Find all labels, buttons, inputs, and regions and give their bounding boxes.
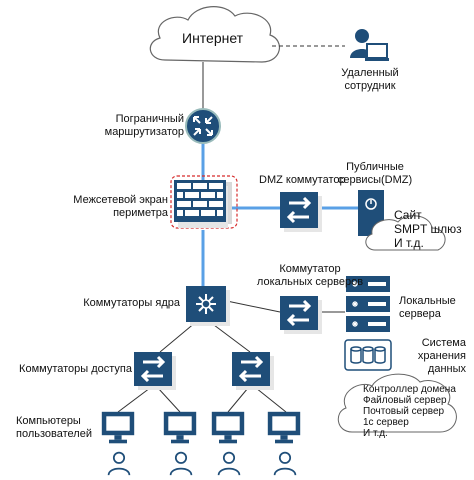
link-core-access-right bbox=[209, 321, 251, 353]
access-switch-left-icon bbox=[134, 352, 176, 390]
router-icon bbox=[185, 108, 221, 144]
site-line2: SMPT шлюз bbox=[394, 222, 462, 236]
public-server-icon bbox=[358, 190, 384, 236]
users-label: Компьютеры пользователей bbox=[16, 415, 92, 441]
link-core-localswitch bbox=[221, 299, 281, 313]
servers-cloud bbox=[337, 373, 457, 433]
link-core-access-left bbox=[159, 321, 197, 353]
edge-router-line2: маршрутизатор bbox=[104, 126, 184, 138]
firewall-line2: периметра bbox=[113, 207, 168, 219]
pc-2-icon bbox=[163, 411, 197, 444]
users-line1: Компьютеры bbox=[16, 415, 81, 427]
servers-line1: Контроллер домена bbox=[363, 384, 456, 395]
link-access-pc3 bbox=[227, 387, 249, 413]
local-servers-line1: Локальные bbox=[399, 295, 456, 307]
user-3-icon bbox=[217, 451, 241, 476]
users-line2: пользователей bbox=[16, 428, 92, 440]
remote-worker-icon bbox=[350, 29, 389, 61]
user-4-icon bbox=[273, 451, 297, 476]
pc-1-icon bbox=[101, 411, 135, 444]
servers-line5: И т.д. bbox=[363, 428, 388, 439]
user-1-icon bbox=[107, 451, 131, 476]
local-switch-label: Коммутатор локальных серверов bbox=[256, 263, 364, 289]
local-servers-label: Локальные сервера bbox=[399, 295, 456, 321]
access-switch-right-icon bbox=[232, 352, 274, 390]
pc-4-icon bbox=[267, 411, 301, 444]
servers-line4: 1с сервер bbox=[363, 417, 409, 428]
servers-line2: Файловый сервер bbox=[363, 395, 447, 406]
site-line1: Сайт bbox=[394, 208, 422, 222]
site-line3: И т.д. bbox=[394, 236, 424, 250]
public-services-line1: Публичные bbox=[346, 161, 404, 173]
dmz-switch-icon bbox=[280, 192, 322, 232]
firewall-label: Межсетевой экран периметра bbox=[64, 194, 168, 220]
local-switch-icon bbox=[280, 296, 322, 334]
storage-label: Система хранения данных bbox=[396, 337, 466, 376]
site-cloud-label: Сайт SMPT шлюз И т.д. bbox=[394, 208, 462, 250]
link-access-pc4 bbox=[255, 387, 287, 413]
link-access-pc1 bbox=[117, 387, 151, 413]
remote-line2: сотрудник bbox=[344, 80, 396, 92]
core-switch-icon bbox=[186, 286, 230, 326]
edge-router-line1: Пограничный bbox=[115, 113, 184, 125]
internet-cloud bbox=[149, 6, 280, 63]
firewall-icon bbox=[174, 180, 232, 228]
internet-label: Интернет bbox=[182, 30, 244, 46]
local-servers-line2: сервера bbox=[399, 308, 441, 320]
local-servers-icon bbox=[346, 276, 390, 332]
site-cloud bbox=[365, 215, 446, 251]
local-switch-line1: Коммутатор bbox=[279, 263, 341, 275]
storage-line3: данных bbox=[427, 363, 466, 375]
user-2-icon bbox=[169, 451, 193, 476]
remote-line1: Удаленный bbox=[341, 67, 399, 79]
local-switch-line2: локальных серверов bbox=[256, 276, 364, 288]
public-services-line2: сервисы(DMZ) bbox=[337, 174, 413, 186]
public-services-label: Публичные сервисы(DMZ) bbox=[335, 161, 415, 187]
pc-3-icon bbox=[211, 411, 245, 444]
dmz-switch-label: DMZ коммутатор bbox=[259, 174, 346, 186]
storage-line2: хранения bbox=[417, 350, 466, 362]
edge-router-label: Пограничный маршрутизатор bbox=[90, 113, 184, 139]
storage-line1: Система bbox=[421, 337, 466, 349]
firewall-boundary bbox=[170, 175, 238, 229]
firewall-line1: Межсетевой экран bbox=[73, 194, 168, 206]
core-label: Коммутаторы ядра bbox=[83, 297, 180, 309]
servers-line3: Почтовый сервер bbox=[363, 406, 445, 417]
servers-cloud-label: Контроллер домена Файловый сервер Почтов… bbox=[363, 384, 456, 439]
link-access-pc2 bbox=[157, 387, 181, 413]
access-label: Коммутаторы доступа bbox=[19, 363, 132, 375]
storage-icon bbox=[344, 339, 392, 371]
remote-worker-label: Удаленный сотрудник bbox=[335, 67, 405, 93]
